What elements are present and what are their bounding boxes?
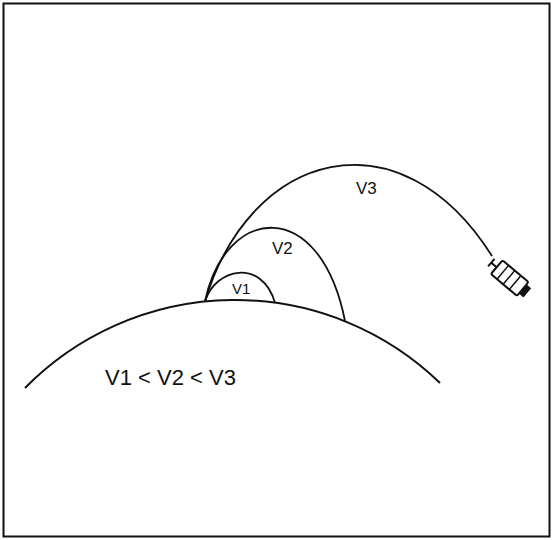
- frame-border: [4, 4, 550, 537]
- velocity-label: V2: [272, 240, 293, 259]
- satellite-icon: [486, 256, 534, 300]
- velocity-label: V1: [232, 281, 250, 298]
- trajectory-v1: [205, 273, 275, 303]
- velocity-comparison: V1 < V2 < V3: [105, 366, 236, 390]
- trajectory-v3: [205, 165, 492, 302]
- velocity-label: V3: [356, 180, 377, 199]
- trajectory-v2: [205, 228, 345, 321]
